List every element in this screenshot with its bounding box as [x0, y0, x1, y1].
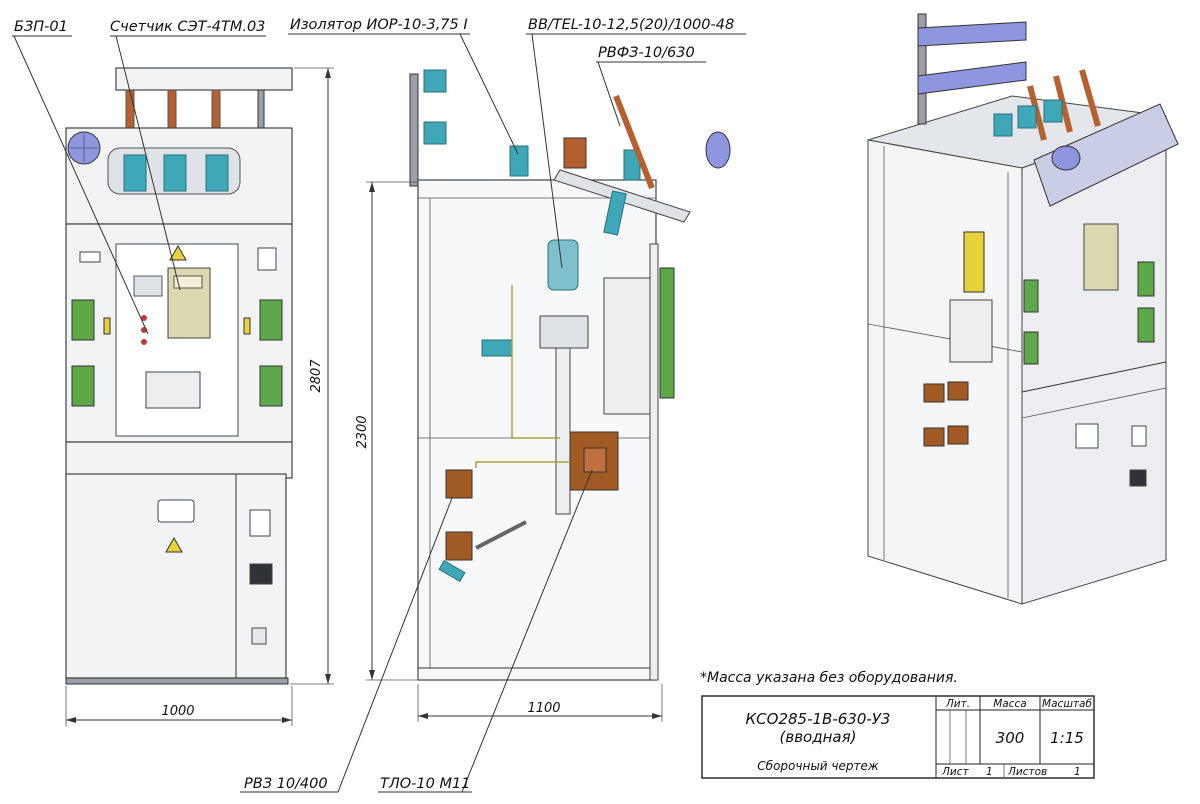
side-insulator-ior: [509, 145, 529, 177]
callout-ct: ТЛО-10 М11: [380, 776, 470, 792]
iso-meter: [1083, 223, 1119, 291]
callout-breaker: ВВ/TEL-10-12,5(20)/1000-48: [528, 17, 734, 33]
front-height-label: 2807: [309, 359, 324, 393]
iso-busbar-2: [917, 61, 1027, 95]
front-insulators: [123, 154, 229, 192]
mass-value: 300: [996, 729, 1025, 747]
front-bus-post-1: [125, 89, 135, 131]
callout-bzp: БЗП-01: [14, 19, 68, 35]
side-cabinet-body: [417, 179, 657, 681]
callout-disconnector-top: РВФЗ-10/630: [598, 45, 695, 61]
front-right-device-1: [259, 299, 283, 341]
front-view: [65, 67, 293, 685]
callout-meter: Счетчик СЭТ-4ТМ.03: [110, 19, 265, 35]
side-vacuum-breaker: [547, 239, 579, 291]
front-width-label: 1000: [161, 704, 194, 719]
front-right-device-2: [259, 365, 283, 407]
side-drive-box: [603, 277, 653, 415]
front-door-window: [157, 499, 195, 523]
scale-value: 1:15: [1050, 729, 1084, 747]
mass-note: *Масса указана без оборудования.: [700, 670, 958, 686]
front-door-lock: [249, 563, 273, 585]
title-designation: КСО285-1В-630-У3: [746, 710, 891, 728]
front-protection-relay: [145, 371, 201, 409]
sheet-label: Лист: [941, 766, 969, 778]
front-warning-icon-bottom: [165, 536, 183, 553]
callout-labels: БЗП-01 Счетчик СЭТ-4ТМ.03 Изолятор ИОР-1…: [14, 17, 734, 792]
callout-leaders: [12, 33, 746, 793]
col-scale: Масштаб: [1042, 698, 1092, 710]
front-bzp-unit: [133, 275, 163, 297]
side-view: [409, 69, 731, 681]
front-warning-icon-top: [169, 244, 187, 261]
front-dimensions: 2807 1000: [65, 67, 334, 726]
iso-busbar-1: [917, 21, 1027, 47]
front-left-device-2: [71, 365, 95, 407]
front-left-device-1: [71, 299, 95, 341]
col-mass: Масса: [993, 698, 1026, 710]
callout-disconnector-bottom: РВЗ 10/400: [244, 776, 328, 792]
sheet-value: 1: [986, 766, 993, 778]
side-dimensions: 2300 1100: [355, 181, 663, 722]
side-width-label: 1100: [527, 701, 560, 716]
isometric-view: [867, 13, 1179, 605]
title-doc-type: Сборочный чертеж: [757, 759, 879, 773]
col-lit: Лит.: [945, 698, 970, 710]
side-bus-support: [409, 73, 419, 187]
callout-insulator: Изолятор ИОР-10-3,75 I: [290, 17, 468, 33]
title-subtitle: (вводная): [780, 728, 857, 746]
front-top-bar: [115, 67, 293, 91]
iso-disconnector-panel: [1033, 103, 1179, 207]
title-block: КСО285-1В-630-У3 (вводная) Сборочный чер…: [701, 695, 1095, 779]
front-bus-post-2: [167, 89, 177, 131]
front-bus-post-4: [257, 89, 265, 131]
front-socket: [257, 247, 277, 271]
front-bus-post-3: [211, 89, 221, 131]
side-height-label: 2300: [355, 415, 370, 448]
sheets-value: 1: [1074, 766, 1081, 778]
sheets-label: Листов: [1007, 766, 1047, 778]
